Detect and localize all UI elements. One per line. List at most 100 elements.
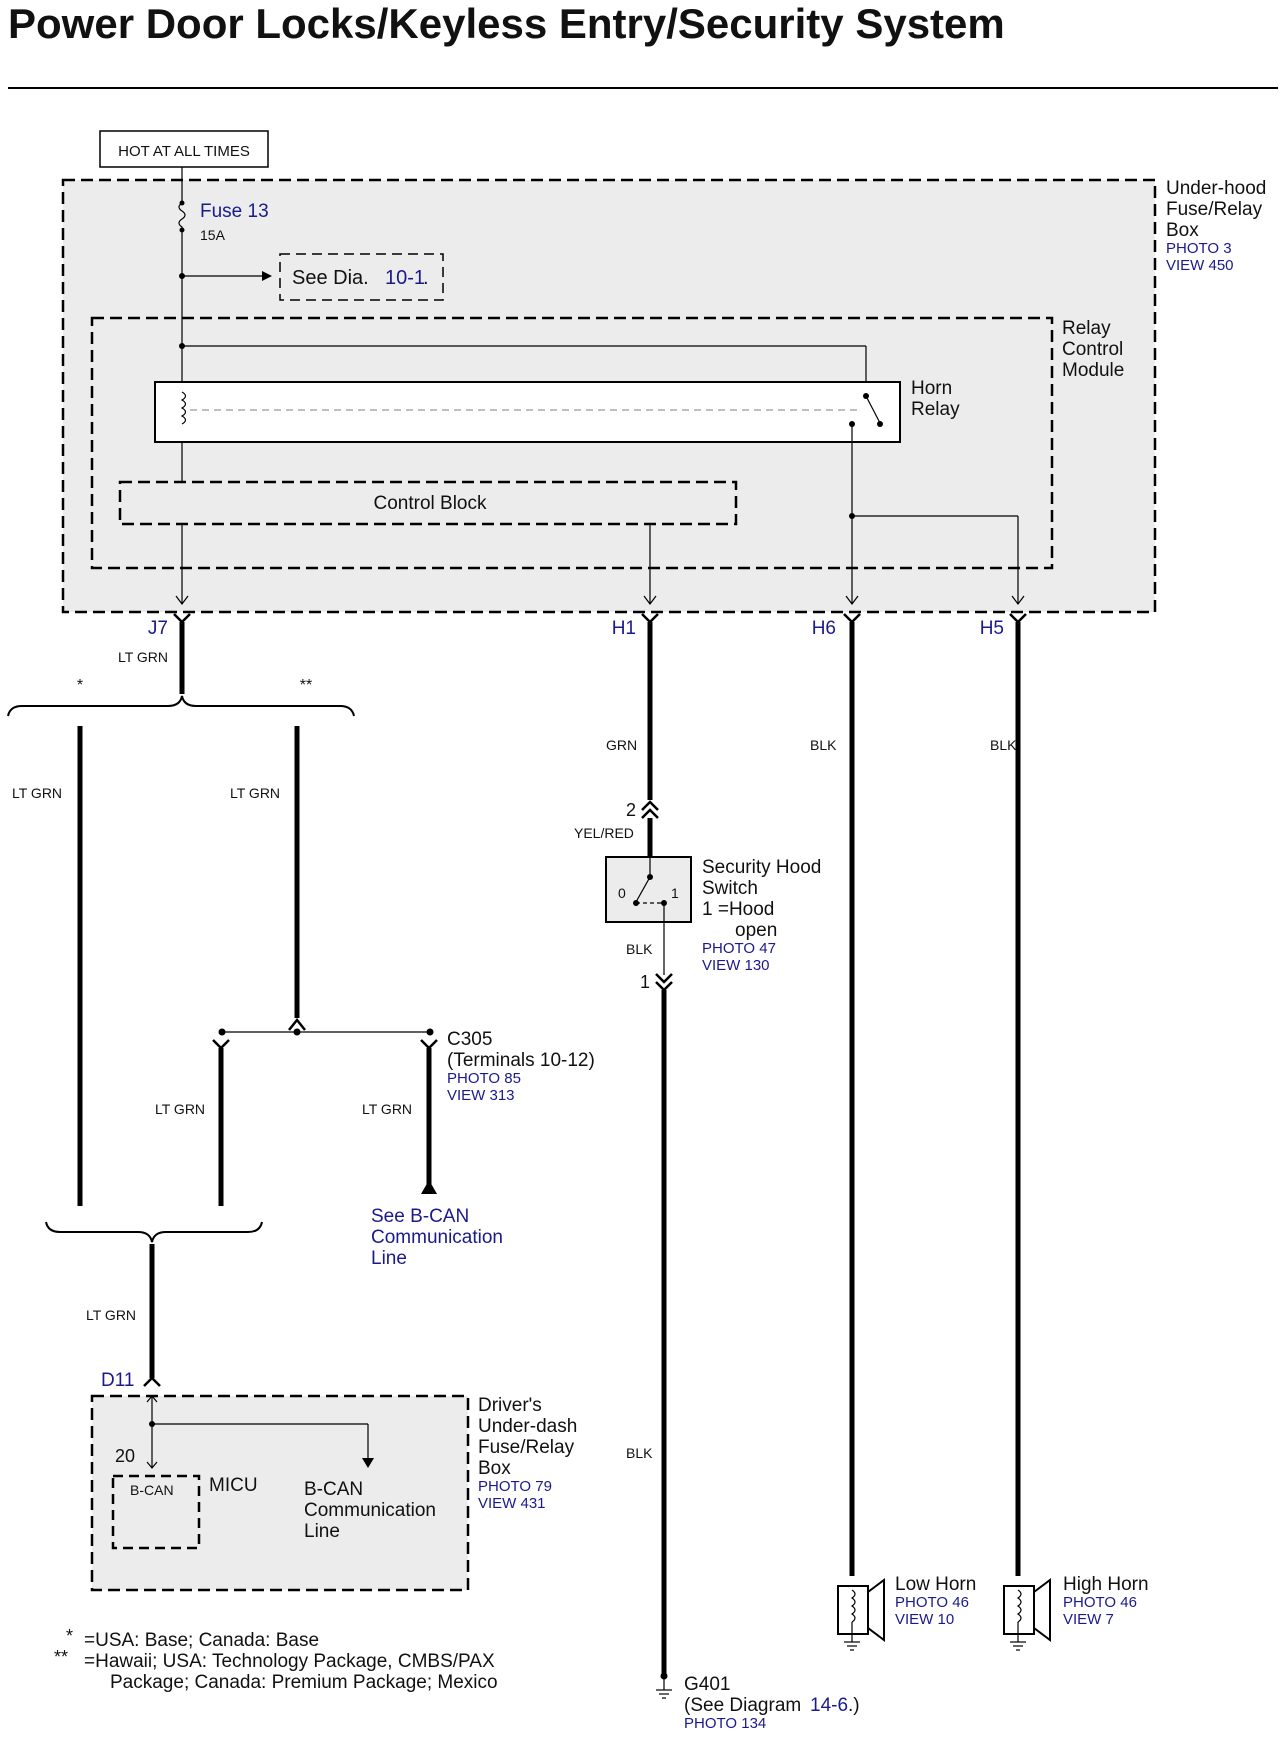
fuse-13-symbol [178,167,186,230]
micu-pin-20: 20 [115,1446,135,1466]
g401-photo-link[interactable]: PHOTO 134 [684,1715,766,1732]
low-horn-view-link[interactable]: VIEW 10 [895,1611,954,1628]
c305-photo-link[interactable]: PHOTO 85 [447,1070,521,1087]
high-horn-symbol [1003,1578,1051,1651]
g401-label: G401 (See Diagram 14-6 .) PHOTO 134 [684,1674,860,1732]
control-block [118,480,738,526]
high-horn-coil [1016,1589,1022,1623]
merge-brace [45,1221,263,1243]
hood-switch-pin-2-chevron [641,800,659,811]
c305-left-terminal [212,1039,230,1050]
low-horn-label: Low Horn [895,1574,976,1595]
see-bcan-line-3[interactable]: Line [371,1248,407,1269]
note-2-text-b: Package; Canada: Premium Package; Mexico [110,1672,498,1693]
see-bcan-line-2[interactable]: Communication [371,1227,503,1248]
horn-relay-box [154,381,901,443]
wire-h1-color: GRN [606,737,637,753]
rcm-line-3: Module [1062,360,1124,381]
see-bcan-line-1[interactable]: See B-CAN [371,1206,469,1227]
c305-center-dot [293,1028,301,1036]
h1-arrowhead [643,595,657,605]
c305-right-terminal [420,1039,438,1050]
see-bcan-label[interactable]: See B-CAN Communication Line [371,1206,503,1269]
c305-line-2: (Terminals 10-12) [447,1050,595,1071]
under-hood-box-photo-link[interactable]: PHOTO 3 [1166,240,1232,257]
h6-arrowhead [845,595,859,605]
branch-star-label: * [77,677,83,694]
j7-chevron [173,613,191,624]
wire-d11-color: LT GRN [86,1307,136,1323]
wire-g401-color: BLK [626,1445,653,1461]
micu-arrowhead [146,1461,158,1469]
fuse-terminal-top [179,200,185,206]
branch-double-star-label: ** [300,677,312,694]
hood-switch-view-link[interactable]: VIEW 130 [702,957,770,974]
high-horn-body [1003,1585,1035,1635]
drivers-box-label: Driver's Under-dash Fuse/Relay Box PHOTO… [478,1395,577,1512]
hood-switch-line-2: Switch [702,878,758,899]
horn-relay-label: Horn Relay [911,378,960,420]
bcan-arrow [421,1180,437,1194]
c305-line-1: C305 [447,1029,492,1050]
hood-switch-pin-1-chevron [655,973,673,984]
under-hood-box-line-2: Fuse/Relay [1166,199,1263,220]
low-horn-photo-link[interactable]: PHOTO 46 [895,1594,969,1611]
bcan-line-1: B-CAN [304,1479,363,1500]
under-hood-box-label: Under-hood Fuse/Relay Box PHOTO 3 VIEW 4… [1166,178,1266,274]
rcm-line-1: Relay [1062,318,1111,339]
fuse-13-amps: 15A [200,227,226,243]
h1-chevron [641,613,659,624]
h6-chevron [843,613,861,624]
high-horn-photo-link[interactable]: PHOTO 46 [1063,1594,1137,1611]
wire-hood-out-color: BLK [626,941,653,957]
c305-left-dot [218,1028,226,1036]
horn-relay-line-2: Relay [911,399,960,420]
g401-see-end: .) [848,1695,860,1716]
high-horn-label: High Horn [1063,1574,1149,1595]
see-dia-box [279,253,444,301]
g401-ground-symbol [656,1676,672,1699]
wire-yel-red-color: YEL/RED [574,825,634,841]
under-hood-box-view-link[interactable]: VIEW 450 [1166,257,1234,274]
drivers-box-view-link[interactable]: VIEW 431 [478,1495,546,1512]
wire-h5-color: BLK [990,737,1017,753]
connector-j7-label: J7 [148,618,168,639]
hood-switch-pos-0: 0 [618,885,626,901]
hood-switch-line-4: open [735,920,777,941]
footnotes: * =USA: Base; Canada: Base ** =Hawaii; U… [54,1626,498,1693]
under-hood-box-line-3: Box [1166,220,1199,241]
relay-control-module [90,316,1054,570]
rcm-line-2: Control [1062,339,1123,360]
connector-arrowheads [175,595,1025,605]
hood-switch-pin-1: 1 [640,972,650,992]
note-1-text: =USA: Base; Canada: Base [84,1630,319,1651]
connector-chevrons [173,613,1027,624]
high-horn-view-link[interactable]: VIEW 7 [1063,1611,1114,1628]
see-dia-arrow [262,271,272,281]
c305-view-link[interactable]: VIEW 313 [447,1087,515,1104]
see-dia-10-1-link[interactable]: 10-1 [385,267,425,289]
page-title: Power Door Locks/Keyless Entry/Security … [8,0,1005,47]
hood-switch-pos-1: 1 [671,885,679,901]
security-hood-switch [605,856,692,923]
hood-switch-photo-link[interactable]: PHOTO 47 [702,940,776,957]
j7-arrowhead [175,595,189,605]
wire-branch-star-color: LT GRN [12,785,62,801]
c305-label: C305 (Terminals 10-12) PHOTO 85 VIEW 313 [447,1029,595,1104]
g401-diagram-14-6-link[interactable]: 14-6 [810,1695,848,1716]
note-1-mark: * [66,1626,73,1646]
hot-at-all-times-box [99,130,269,168]
see-dia-label: See Dia. [292,267,369,289]
relay-control-module-label: Relay Control Module [1062,318,1124,381]
drivers-box-photo-link[interactable]: PHOTO 79 [478,1478,552,1495]
bcan-branch-arrow [362,1458,374,1468]
low-horn-body [837,1585,869,1635]
horn-relay-contact-bottom [877,421,883,427]
hood-switch-pin-2: 2 [626,800,636,820]
bcan-line-3: Line [304,1521,340,1542]
hood-switch-arm [635,876,651,903]
drivers-box-line-4: Box [478,1458,511,1479]
hood-switch-pin-2-chevron-b [641,808,659,819]
note-2-text-a: =Hawaii; USA: Technology Package, CMBS/P… [84,1651,495,1672]
high-horn-bell [1033,1578,1051,1642]
